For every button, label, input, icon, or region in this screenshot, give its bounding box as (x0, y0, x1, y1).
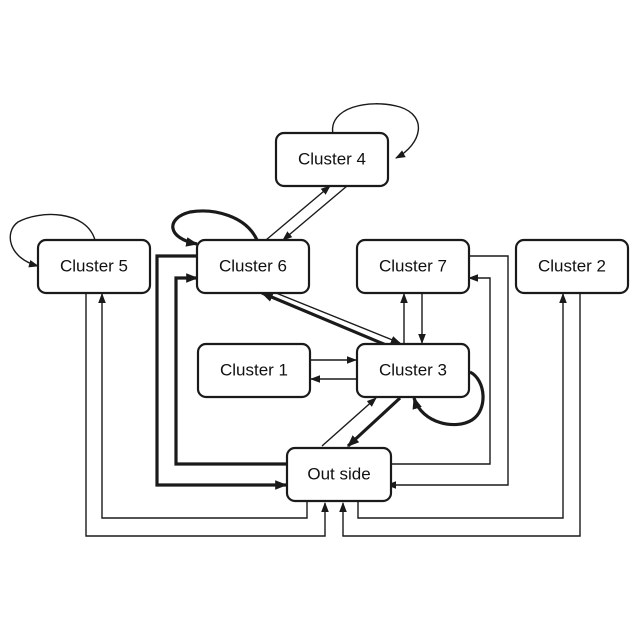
node-cluster6-label: Cluster 6 (219, 256, 287, 275)
node-cluster6: Cluster 6 (197, 240, 309, 293)
node-cluster5: Cluster 5 (38, 240, 150, 293)
edge-cluster3-to-outside (348, 398, 400, 446)
node-cluster1: Cluster 1 (198, 344, 310, 397)
node-cluster3-label: Cluster 3 (379, 360, 447, 379)
node-outside: Out side (287, 448, 391, 501)
node-cluster2-label: Cluster 2 (538, 256, 606, 275)
node-cluster2: Cluster 2 (516, 240, 628, 293)
node-cluster4: Cluster 4 (276, 133, 388, 186)
node-cluster1-label: Cluster 1 (220, 360, 288, 379)
node-cluster4-label: Cluster 4 (298, 149, 366, 168)
edge-cluster4-to-cluster6 (283, 186, 347, 240)
edge-cluster3-to-cluster6 (262, 293, 386, 345)
node-cluster7-label: Cluster 7 (379, 256, 447, 275)
edge-outside-to-cluster3 (322, 398, 376, 446)
edge-cluster6-to-cluster3 (276, 293, 400, 343)
node-cluster5-label: Cluster 5 (60, 256, 128, 275)
edge-cluster6-to-cluster4 (266, 186, 330, 240)
node-cluster7: Cluster 7 (357, 240, 469, 293)
node-cluster3: Cluster 3 (357, 344, 469, 397)
node-outside-label: Out side (307, 464, 370, 483)
